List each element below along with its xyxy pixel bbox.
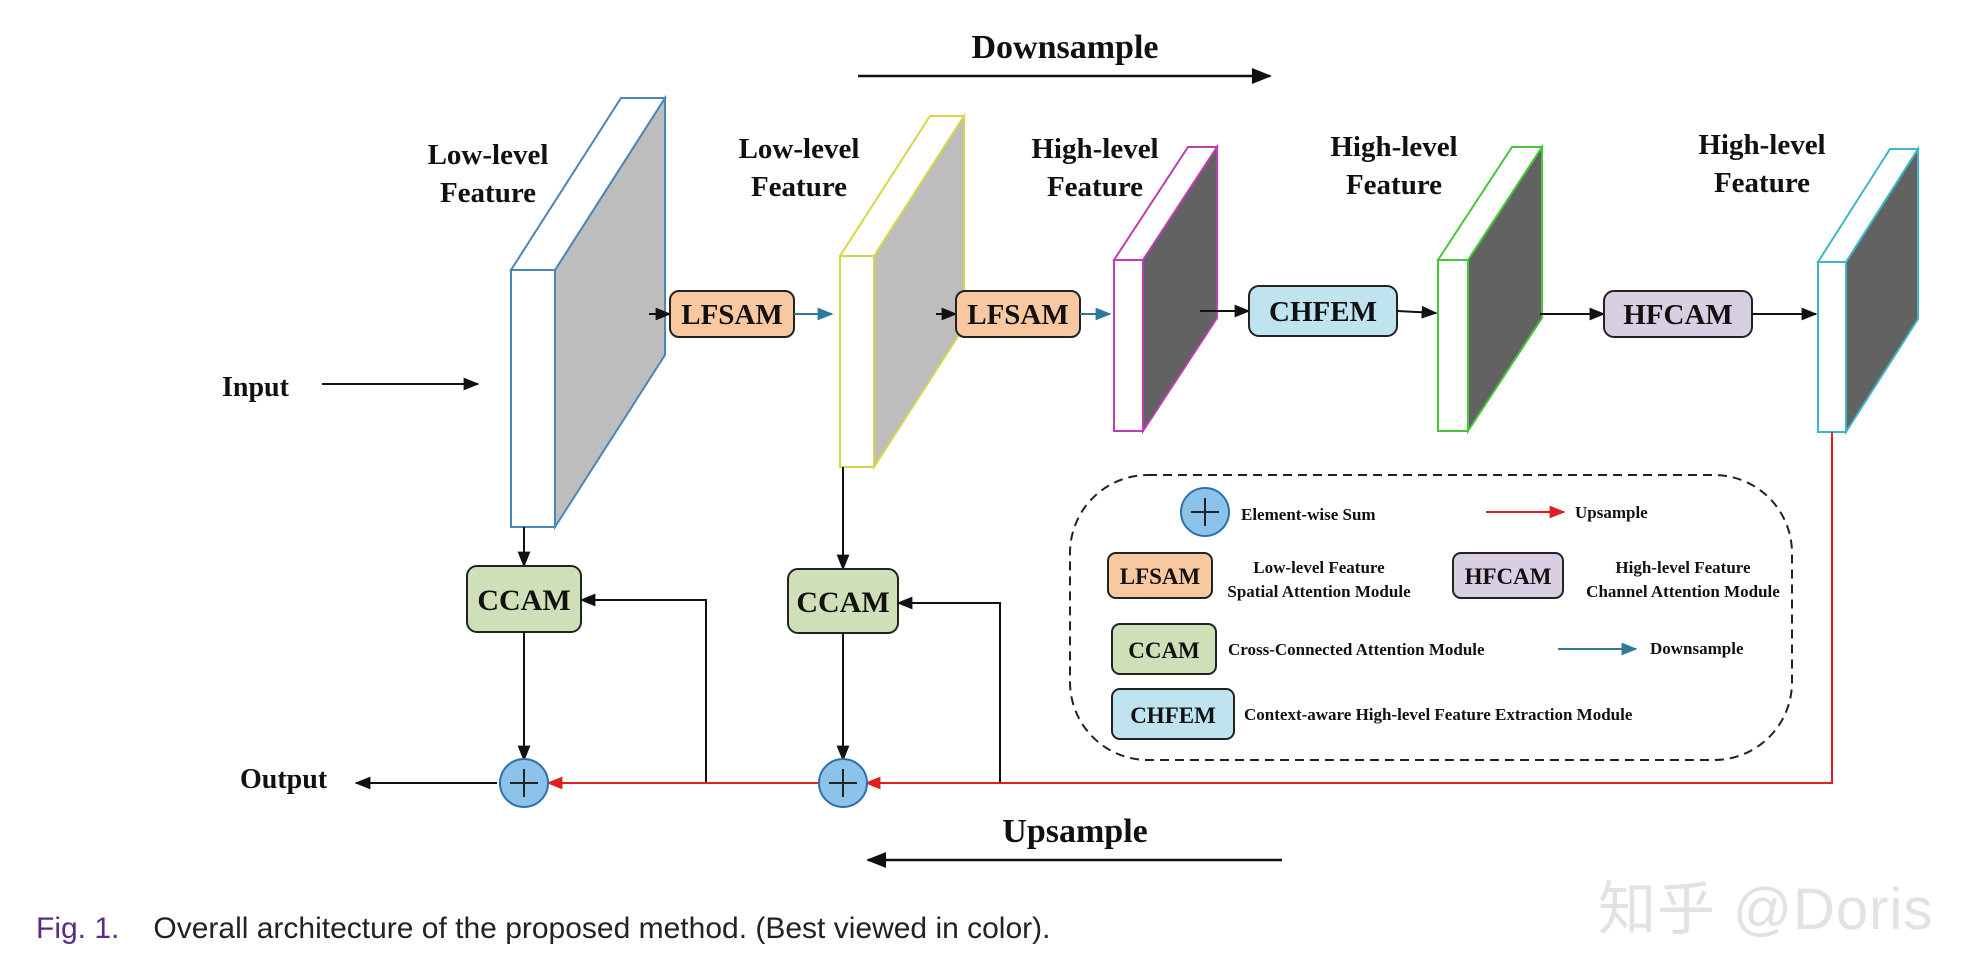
ccam-module-1: CCAM: [466, 565, 582, 633]
legend-lfsam-line2: Spatial Attention Module: [1227, 582, 1411, 601]
figure-caption-text: Overall architecture of the proposed met…: [153, 912, 1051, 945]
legend-hfcam-box: HFCAM: [1452, 552, 1564, 599]
figure-caption: Fig. 1. Overall architecture of the propo…: [36, 912, 1050, 946]
feature-label-2-line1: Low-level: [739, 133, 860, 165]
ccam-1-label: CCAM: [477, 584, 570, 617]
legend-ccam-label: Cross-Connected Attention Module: [1228, 640, 1485, 659]
feature-label-5-line2: Feature: [1714, 167, 1810, 199]
legend-downsample-label: Downsample: [1650, 639, 1744, 658]
ccam-module-2: CCAM: [787, 568, 899, 634]
legend: Element-wise Sum Upsample LFSAM Low-leve…: [1069, 474, 1793, 761]
feature-map-2: [838, 112, 966, 471]
legend-sum-icon: [1180, 487, 1230, 537]
legend-hfcam-line1: High-level Feature: [1615, 558, 1751, 577]
watermark: 知乎 @Doris: [1598, 877, 1934, 942]
lfsam-1-label: LFSAM: [681, 299, 783, 331]
svg-text:LFSAM: LFSAM: [1120, 564, 1201, 589]
legend-sum-label: Element-wise Sum: [1241, 505, 1376, 524]
figure-number: Fig. 1.: [36, 912, 120, 945]
legend-frame: [1069, 474, 1793, 761]
lfsam-module-1: LFSAM: [669, 290, 795, 338]
legend-lfsam-box: LFSAM: [1107, 552, 1213, 599]
feedback-to-ccam-1: [579, 593, 707, 783]
hfcam-module: HFCAM: [1603, 290, 1753, 338]
feature-map-5: [1816, 145, 1920, 436]
svg-text:HFCAM: HFCAM: [1465, 564, 1552, 589]
arrow-chfem-to-feature-4: [1396, 305, 1438, 319]
input-label: Input: [222, 372, 290, 403]
legend-chfem-label: Context-aware High-level Feature Extract…: [1244, 705, 1633, 724]
legend-upsample-label: Upsample: [1575, 503, 1648, 522]
sum-node-2: [818, 758, 868, 808]
feature-label-1-line2: Feature: [440, 177, 536, 209]
feature-label-2-line2: Feature: [751, 171, 847, 203]
upsample-path-main: [864, 432, 1833, 790]
legend-lfsam-line1: Low-level Feature: [1253, 558, 1385, 577]
svg-text:CCAM: CCAM: [1128, 638, 1200, 663]
ccam-2-label: CCAM: [796, 586, 889, 619]
hfcam-label: HFCAM: [1623, 299, 1733, 331]
lfsam-module-2: LFSAM: [955, 290, 1081, 338]
lfsam-2-label: LFSAM: [967, 299, 1069, 331]
feature-label-4-line1: High-level: [1330, 131, 1457, 163]
legend-hfcam-line2: Channel Attention Module: [1586, 582, 1780, 601]
output-label: Output: [240, 764, 328, 795]
feature-label-4-line2: Feature: [1346, 169, 1442, 201]
feature-label-1-line1: Low-level: [428, 139, 549, 171]
feature-label-5-line1: High-level: [1698, 129, 1825, 161]
legend-chfem-box: CHFEM: [1111, 688, 1235, 740]
feature-map-4: [1436, 143, 1544, 435]
legend-ccam-box: CCAM: [1111, 623, 1217, 675]
svg-text:CHFEM: CHFEM: [1130, 703, 1216, 728]
chfem-label: CHFEM: [1269, 296, 1377, 328]
feedback-to-ccam-2: [896, 596, 1001, 783]
feature-label-3-line2: Feature: [1047, 171, 1143, 203]
sum-node-1: [499, 758, 549, 808]
upsample-title: Upsample: [1002, 813, 1147, 850]
downsample-title: Downsample: [971, 29, 1158, 66]
chfem-module: CHFEM: [1248, 285, 1398, 337]
feature-map-1: [509, 94, 667, 531]
feature-label-3-line1: High-level: [1031, 133, 1158, 165]
feature-map-3: [1112, 143, 1219, 435]
